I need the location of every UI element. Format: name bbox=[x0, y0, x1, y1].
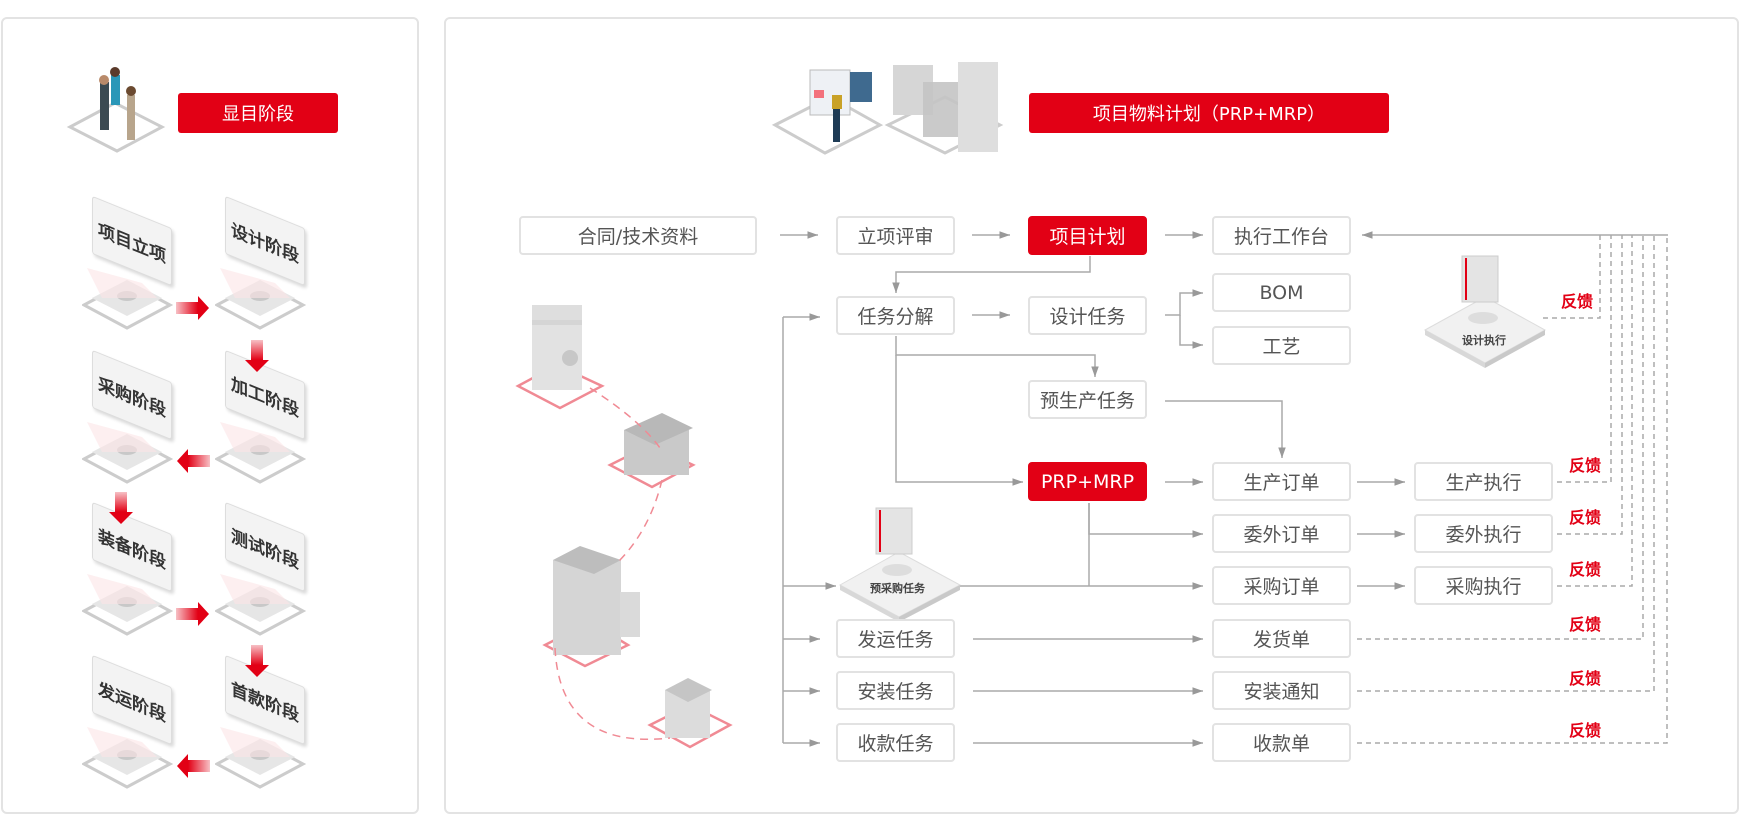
project-stages-panel bbox=[1, 17, 419, 814]
bom-node[interactable]: BOM bbox=[1212, 273, 1351, 312]
platform-icon bbox=[82, 727, 174, 789]
production-order-node[interactable]: 生产订单 bbox=[1212, 462, 1351, 501]
outsource-order-node[interactable]: 委外订单 bbox=[1212, 514, 1351, 553]
pre-purchase-task-icon bbox=[838, 507, 962, 622]
contract-node[interactable]: 合同/技术资料 bbox=[519, 216, 757, 255]
stage-tile[interactable]: 测试阶段 bbox=[215, 501, 355, 644]
feedback-label: 反馈 bbox=[1569, 508, 1602, 527]
small-server-icon bbox=[647, 678, 733, 749]
design-exec-label: 设计执行 bbox=[1462, 334, 1506, 347]
server-icon bbox=[515, 305, 605, 410]
purchase-exec-node[interactable]: 采购执行 bbox=[1414, 566, 1553, 605]
process-node[interactable]: 工艺 bbox=[1212, 326, 1351, 365]
arrow-down-icon bbox=[245, 645, 269, 677]
team-illustration-icon bbox=[66, 67, 166, 153]
factory-building-icon bbox=[542, 546, 640, 668]
platform-icon bbox=[215, 574, 307, 636]
project-plan-node[interactable]: 项目计划 bbox=[1028, 216, 1147, 255]
arrow-left-icon bbox=[177, 449, 210, 473]
install-notice-node[interactable]: 安装通知 bbox=[1212, 671, 1351, 710]
review-node[interactable]: 立项评审 bbox=[836, 216, 955, 255]
stage-tile[interactable]: 加工阶段 bbox=[215, 349, 355, 492]
feedback-label: 反馈 bbox=[1569, 456, 1602, 475]
platform-icon bbox=[82, 574, 174, 636]
payment-task-node[interactable]: 收款任务 bbox=[836, 723, 955, 762]
feedback-label: 反馈 bbox=[1561, 292, 1594, 311]
workbench-node[interactable]: 执行工作台 bbox=[1212, 216, 1351, 255]
platform-icon bbox=[215, 268, 307, 330]
plan-title-badge: 项目物料计划（PRP+MRP） bbox=[1029, 93, 1389, 133]
design-execution-icon bbox=[1423, 255, 1547, 368]
stage-tile[interactable]: 采购阶段 bbox=[82, 349, 222, 492]
shipping-task-node[interactable]: 发运任务 bbox=[836, 619, 955, 658]
feedback-label: 反馈 bbox=[1569, 669, 1602, 688]
arrow-right-icon bbox=[176, 296, 209, 320]
platform-icon bbox=[215, 727, 307, 789]
platform-icon bbox=[215, 422, 307, 484]
design-task-node[interactable]: 设计任务 bbox=[1028, 296, 1147, 335]
feedback-lines bbox=[1357, 235, 1668, 744]
stage-arrows bbox=[109, 296, 269, 778]
stage-tile[interactable]: 项目立项 bbox=[82, 195, 222, 338]
arrow-right-icon bbox=[176, 602, 209, 626]
receipt-node[interactable]: 收款单 bbox=[1212, 723, 1351, 762]
feedback-label: 反馈 bbox=[1569, 560, 1602, 579]
stage-tile[interactable]: 首款阶段 bbox=[215, 654, 355, 797]
task-decompose-node[interactable]: 任务分解 bbox=[836, 296, 955, 335]
stage-tile[interactable]: 装备阶段 bbox=[82, 501, 222, 644]
arrow-down-icon bbox=[245, 340, 269, 372]
stage-title-badge: 显目阶段 bbox=[178, 93, 338, 133]
outsource-exec-node[interactable]: 委外执行 bbox=[1414, 514, 1553, 553]
arrow-left-icon bbox=[177, 754, 210, 778]
feedback-label: 反馈 bbox=[1569, 615, 1602, 634]
platform-icon bbox=[82, 422, 174, 484]
production-exec-node[interactable]: 生产执行 bbox=[1414, 462, 1553, 501]
preprod-task-node[interactable]: 预生产任务 bbox=[1028, 380, 1147, 419]
install-task-node[interactable]: 安装任务 bbox=[836, 671, 955, 710]
purchase-order-node[interactable]: 采购订单 bbox=[1212, 566, 1351, 605]
platform-icon bbox=[82, 268, 174, 330]
arrow-down-icon bbox=[109, 492, 133, 524]
delivery-note-node[interactable]: 发货单 bbox=[1212, 619, 1351, 658]
stage-tile[interactable]: 发运阶段 bbox=[82, 654, 222, 797]
stage-tile[interactable]: 设计阶段 bbox=[215, 195, 355, 338]
pre-purchase-label: 预采购任务 bbox=[870, 582, 925, 595]
office-building-icon bbox=[607, 413, 696, 489]
prp-mrp-node[interactable]: PRP+MRP bbox=[1028, 462, 1147, 501]
feedback-label: 反馈 bbox=[1569, 721, 1602, 740]
